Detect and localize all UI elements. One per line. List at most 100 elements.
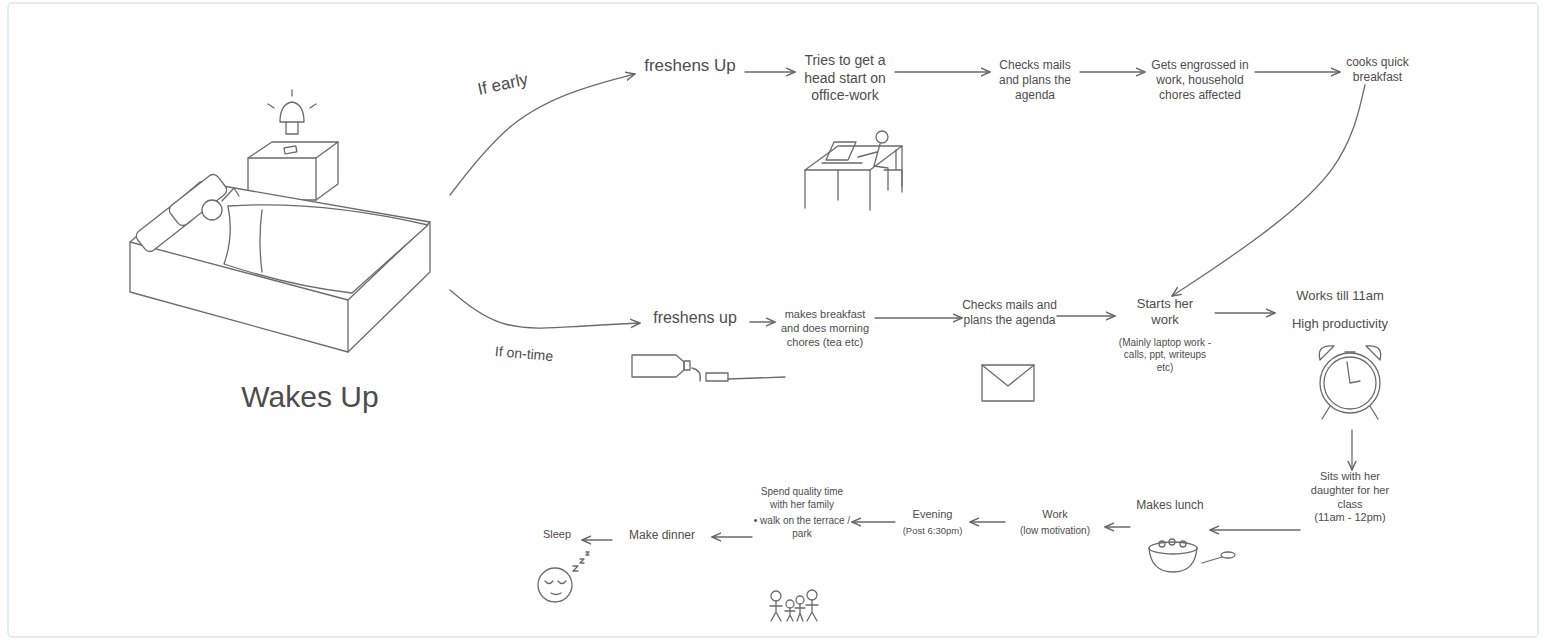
alarm-clock-icon-part <box>1347 362 1360 383</box>
step-node: Sits with her daughter for her class(11a… <box>1300 470 1400 525</box>
step-text: Starts her work <box>1128 296 1203 329</box>
step-text: Tries to get a head start on office-work <box>795 52 895 105</box>
step-node: Tries to get a head start on office-work <box>795 52 895 105</box>
flow-arrow <box>450 290 640 328</box>
alarm-clock-icon <box>1319 346 1380 419</box>
salad-bowl-icon-part <box>1149 542 1197 554</box>
flow-arrow <box>852 521 895 522</box>
flow-arrow <box>1105 526 1130 527</box>
nightstand-lamp <box>248 90 338 200</box>
sleeping-face-part <box>545 581 566 584</box>
step-text: Checks mails and plans the agenda <box>962 298 1057 328</box>
toothbrush-illustration-part <box>706 373 728 381</box>
step-text: Make dinner <box>612 528 712 543</box>
sleeping-face-part <box>580 559 584 563</box>
step-text: freshens up <box>640 308 750 328</box>
flow-arrow <box>895 71 990 72</box>
step-node: Evening(Post 6:30pm) <box>895 508 970 537</box>
step-node: Spend quality time with her family • walk… <box>752 486 852 540</box>
alarm-clock-icon-part <box>1319 346 1380 360</box>
desk-illustration-part <box>876 131 888 143</box>
step-note: • walk on the terrace / park <box>752 515 852 540</box>
flow-arrow <box>875 317 962 318</box>
toothbrush-illustration-part <box>632 355 684 377</box>
step-text: Checks mails and plans the agenda <box>990 58 1080 103</box>
desk-illustration-part <box>858 144 888 190</box>
branch-label: If early <box>476 70 530 101</box>
flow-arrow <box>1172 85 1365 296</box>
flow-arrow <box>745 71 795 72</box>
desk-illustration-part <box>826 142 856 160</box>
step-node: Gets engrossed in work, household chores… <box>1145 58 1255 103</box>
step-node: Works till 11amHigh productivity <box>1275 288 1405 430</box>
sleeping-face <box>538 552 589 602</box>
flow-arrow <box>1210 529 1300 530</box>
nightstand-lamp-part <box>280 102 304 122</box>
step-node: Make dinner <box>612 528 712 543</box>
bed-illustration-part <box>130 182 430 300</box>
step-text: Work <box>1005 508 1105 522</box>
step-node: Work(low motivation) <box>1005 508 1105 537</box>
bed-illustration-part <box>222 188 239 201</box>
step-note: (11am - 12pm) <box>1300 511 1400 525</box>
step-text: Makes lunch <box>1130 498 1210 513</box>
bed-illustration-part <box>202 200 222 220</box>
step-node: freshens Up <box>635 55 745 76</box>
flow-arrow <box>1255 71 1340 72</box>
step-text: Wakes Up <box>201 378 378 416</box>
nightstand-lamp-part <box>286 122 298 134</box>
step-node: Checks mails and plans the agenda <box>962 298 1057 328</box>
desk-illustration-part <box>805 146 902 170</box>
salad-bowl-icon-part <box>1221 552 1235 558</box>
toothbrush-illustration-part <box>692 368 700 381</box>
family-figures-part <box>786 600 794 608</box>
step-text: Spend quality time with her family <box>752 486 852 511</box>
desk-illustration-part <box>884 150 902 192</box>
toothbrush-illustration-part <box>728 377 785 379</box>
step-note: (Mainly laptop work - calls, ppt, writeu… <box>1118 337 1213 375</box>
toothbrush-illustration <box>632 355 785 381</box>
envelope-icon <box>982 365 1034 401</box>
alarm-clock-icon-part <box>1345 351 1355 352</box>
flow-arrow <box>1080 71 1145 72</box>
step-text: Sleep <box>532 528 582 542</box>
family-figures-part <box>771 591 781 601</box>
frame-border-part <box>8 3 1538 637</box>
envelope-icon-part <box>982 365 1034 386</box>
bed-illustration-part <box>260 210 262 272</box>
nightstand-lamp-part <box>284 146 297 154</box>
flow-arrow <box>970 521 1005 522</box>
salad-bowl-icon-part <box>1202 557 1222 563</box>
step-text: Evening <box>895 508 970 522</box>
step-text: Sits with her daughter for her class <box>1300 470 1400 511</box>
salad-bowl-icon-part <box>1180 541 1186 547</box>
start-node: Wakes Up <box>130 90 450 415</box>
flow-arrow <box>1215 312 1275 313</box>
step-node: makes breakfast and does morning chores … <box>775 308 875 349</box>
flow-arrow <box>1057 315 1115 316</box>
bed-illustration-part <box>167 172 229 228</box>
sleeping-face-part <box>573 566 578 571</box>
flow-arrow <box>582 539 612 540</box>
flow-arrow <box>712 536 752 537</box>
salad-bowl-icon <box>1149 539 1235 572</box>
step-node: Checks mails and plans the agenda <box>990 58 1080 103</box>
envelope-icon-part <box>982 365 1034 401</box>
family-figures-part <box>807 590 817 600</box>
family-figures-part <box>806 600 818 621</box>
step-text: Gets engrossed in work, household chores… <box>1145 58 1255 103</box>
desk-illustration <box>805 131 902 210</box>
step-note: High productivity <box>1275 316 1405 332</box>
family-figures-part <box>795 604 805 621</box>
step-node: freshens up <box>640 308 750 328</box>
step-text: makes breakfast and does morning chores … <box>775 308 875 349</box>
salad-bowl-icon-part <box>1149 548 1197 572</box>
branch-label: If on-time <box>494 343 554 365</box>
step-text: freshens Up <box>635 55 745 76</box>
alarm-clock-icon-part <box>1320 353 1380 413</box>
nightstand-lamp-part <box>248 142 338 158</box>
family-figures-part <box>785 608 795 621</box>
toothbrush-illustration-part <box>684 361 690 370</box>
